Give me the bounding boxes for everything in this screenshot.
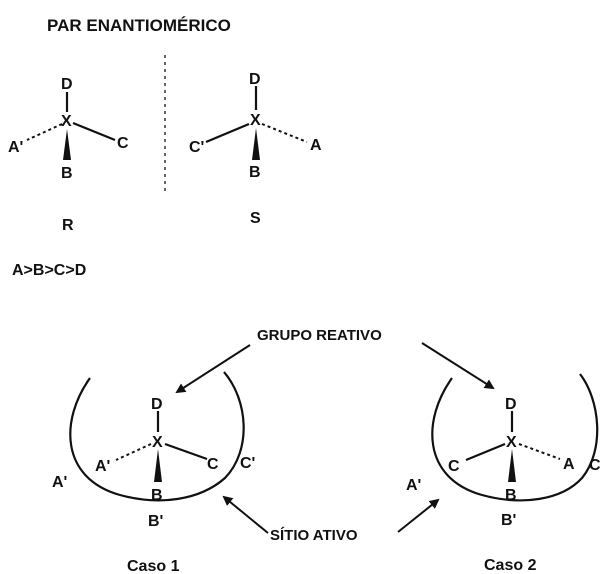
priority-order: A>B>C>D <box>12 262 86 279</box>
wedge-bond-x-b <box>154 449 162 482</box>
config-label-s: S <box>250 210 261 227</box>
atom-a: A' <box>8 139 23 156</box>
caso-1: D X A' C B A' C' B' Caso 1 <box>52 371 255 574</box>
atom-d: D <box>505 396 517 413</box>
atom-a: A' <box>95 458 110 475</box>
wedge-bond-x-b <box>508 449 516 482</box>
bond-x-c <box>164 442 208 461</box>
site-c-label: C <box>589 457 601 474</box>
atom-x: X <box>152 434 163 451</box>
atom-b: B <box>505 487 517 504</box>
arrow-sitio-ativo-caso1 <box>222 495 269 534</box>
bond-x-a-dashed <box>518 443 561 460</box>
active-site-pocket <box>69 371 245 502</box>
caso-1-label: Caso 1 <box>127 558 180 574</box>
wedge-bond-x-b <box>252 128 260 160</box>
bond-x-c <box>465 442 506 462</box>
molecule-r: D X A' C B R <box>8 76 129 234</box>
atom-x: X <box>506 434 517 451</box>
atom-b: B <box>249 164 261 181</box>
arrow-grupo-reativo-caso2 <box>421 342 495 390</box>
atom-c: C <box>117 135 129 152</box>
atom-b: B <box>151 487 163 504</box>
atom-x: X <box>250 112 261 129</box>
grupo-reativo-label: GRUPO REATIVO <box>257 327 382 344</box>
site-b-label: B' <box>501 512 516 529</box>
wedge-bond-x-b <box>63 129 71 160</box>
site-a-label: A' <box>406 477 421 494</box>
bond-x-a-dashed <box>26 123 63 141</box>
atom-c: C <box>207 456 219 473</box>
atom-c: C <box>448 458 460 475</box>
bond-x-a-dashed <box>115 443 152 461</box>
molecule-s: D X C' A B S <box>189 71 322 227</box>
atom-d: D <box>249 71 261 88</box>
site-b-label: B' <box>148 513 163 530</box>
caso-2: D X C A B A' C B' Caso 2 <box>406 373 601 574</box>
bond-x-a-dashed <box>261 123 308 143</box>
atom-c: C' <box>189 139 204 156</box>
sitio-ativo-label: SÍTIO ATIVO <box>270 527 358 544</box>
arrow-grupo-reativo-caso1 <box>175 344 251 394</box>
atom-a: A <box>563 456 575 473</box>
caso-2-label: Caso 2 <box>484 557 537 574</box>
atom-b: B <box>61 165 73 182</box>
bond-x-c <box>205 122 250 144</box>
diagram-title: PAR ENANTIOMÉRICO <box>47 16 231 35</box>
bond-x-c <box>72 121 116 142</box>
atom-a: A <box>310 137 322 154</box>
atom-d: D <box>151 396 163 413</box>
site-a-label: A' <box>52 474 67 491</box>
config-label-r: R <box>62 217 74 234</box>
atom-x: X <box>61 113 72 130</box>
active-site-pocket <box>431 373 599 502</box>
arrow-sitio-ativo-caso2 <box>397 498 440 533</box>
site-c-label: C' <box>240 455 255 472</box>
atom-d: D <box>61 76 73 93</box>
